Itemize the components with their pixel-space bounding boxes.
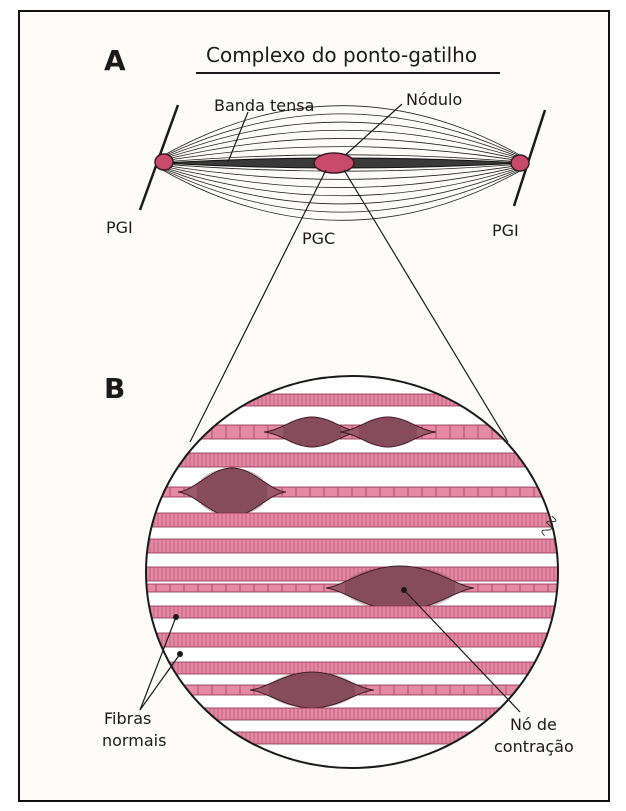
panel-a-letter: A bbox=[104, 44, 126, 77]
muscle-fiber-line bbox=[160, 114, 524, 158]
muscle-fiber bbox=[140, 453, 564, 467]
leader-dot-1 bbox=[173, 614, 179, 620]
label-normal-fibers-line1: Fibras bbox=[104, 709, 151, 728]
label-pgc: PGC bbox=[302, 229, 335, 248]
label-pgi-left: PGI bbox=[106, 218, 133, 237]
label-pgi-right: PGI bbox=[492, 221, 519, 240]
panel-b-letter: B bbox=[104, 372, 125, 405]
label-nodule: Nódulo bbox=[406, 90, 462, 109]
pgi-left-node bbox=[155, 154, 173, 170]
leader-taut-band bbox=[228, 112, 248, 162]
muscle-fiber bbox=[140, 394, 564, 406]
leader-normal-fiber-2 bbox=[140, 654, 180, 710]
nodule-node bbox=[314, 153, 354, 173]
label-contraction-knot-line2: contração bbox=[494, 737, 574, 756]
label-normal-fibers-line2: normais bbox=[102, 731, 166, 750]
leader-nodule bbox=[342, 104, 402, 158]
label-taut-band: Banda tensa bbox=[214, 96, 314, 115]
muscle-fiber bbox=[140, 633, 564, 647]
label-contraction-knot-line1: Nó de bbox=[510, 715, 557, 734]
muscle-fiber bbox=[140, 708, 564, 720]
leader-dot-3 bbox=[401, 587, 407, 593]
muscle-fiber bbox=[140, 606, 564, 618]
muscle-fiber bbox=[140, 662, 564, 674]
muscle-fiber-line bbox=[160, 168, 524, 212]
panel-a-title: Complexo do ponto-gatilho bbox=[206, 43, 477, 67]
muscle-fiber bbox=[140, 513, 564, 527]
muscle-fiber bbox=[140, 539, 564, 553]
leader-dot-2 bbox=[177, 651, 183, 657]
magnified-view bbox=[140, 370, 564, 774]
pgi-right-node bbox=[511, 155, 529, 171]
